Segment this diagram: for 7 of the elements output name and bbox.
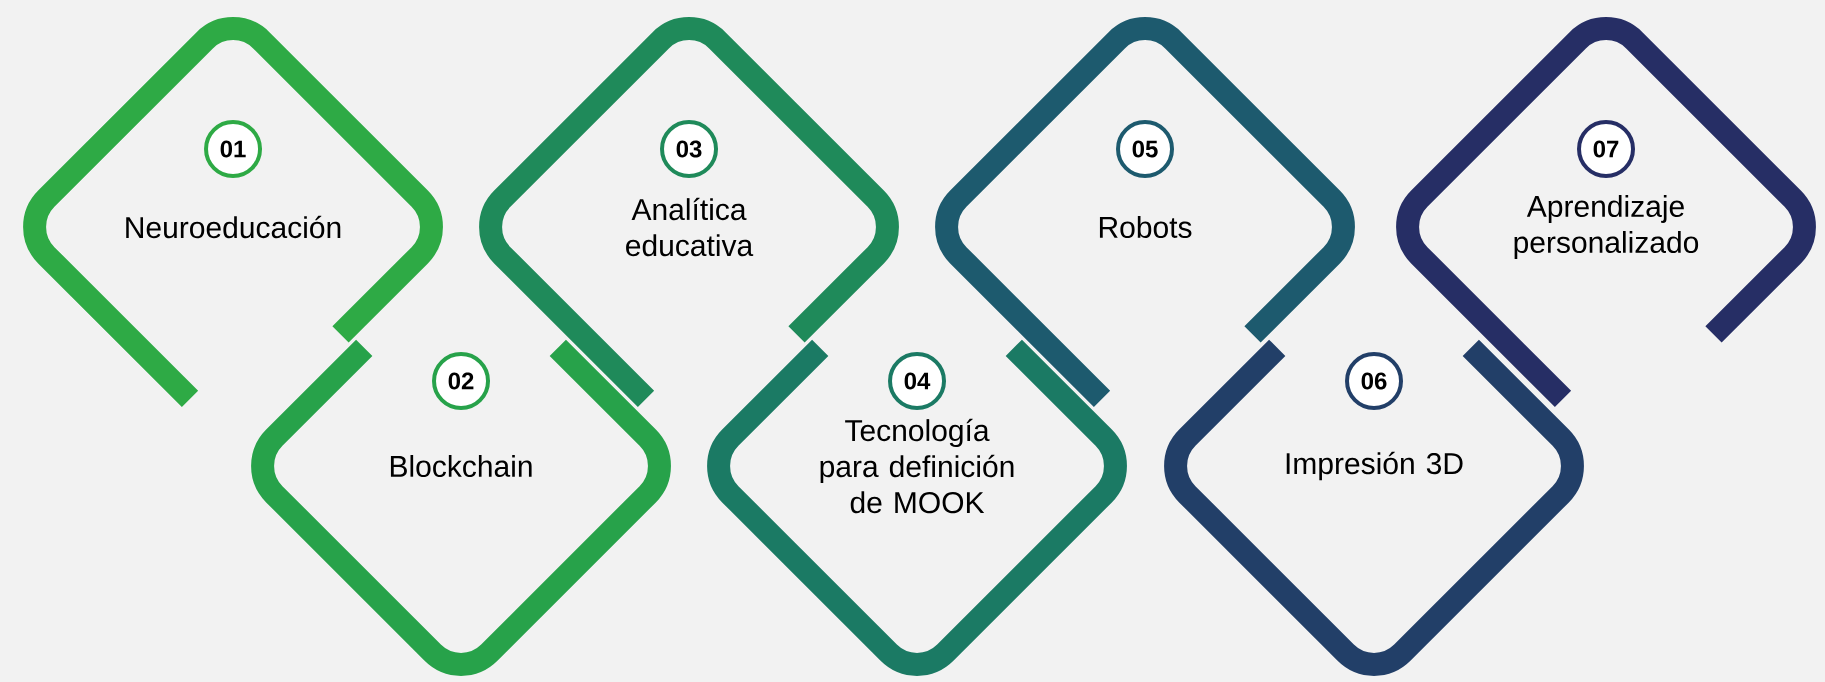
number-badge: 03 (660, 120, 718, 178)
number-badge: 07 (1577, 120, 1635, 178)
number-badge: 01 (204, 120, 262, 178)
number-badge: 04 (888, 352, 946, 410)
number-badge: 05 (1116, 120, 1174, 178)
number-badge: 02 (432, 352, 490, 410)
number-badge: 06 (1345, 352, 1403, 410)
